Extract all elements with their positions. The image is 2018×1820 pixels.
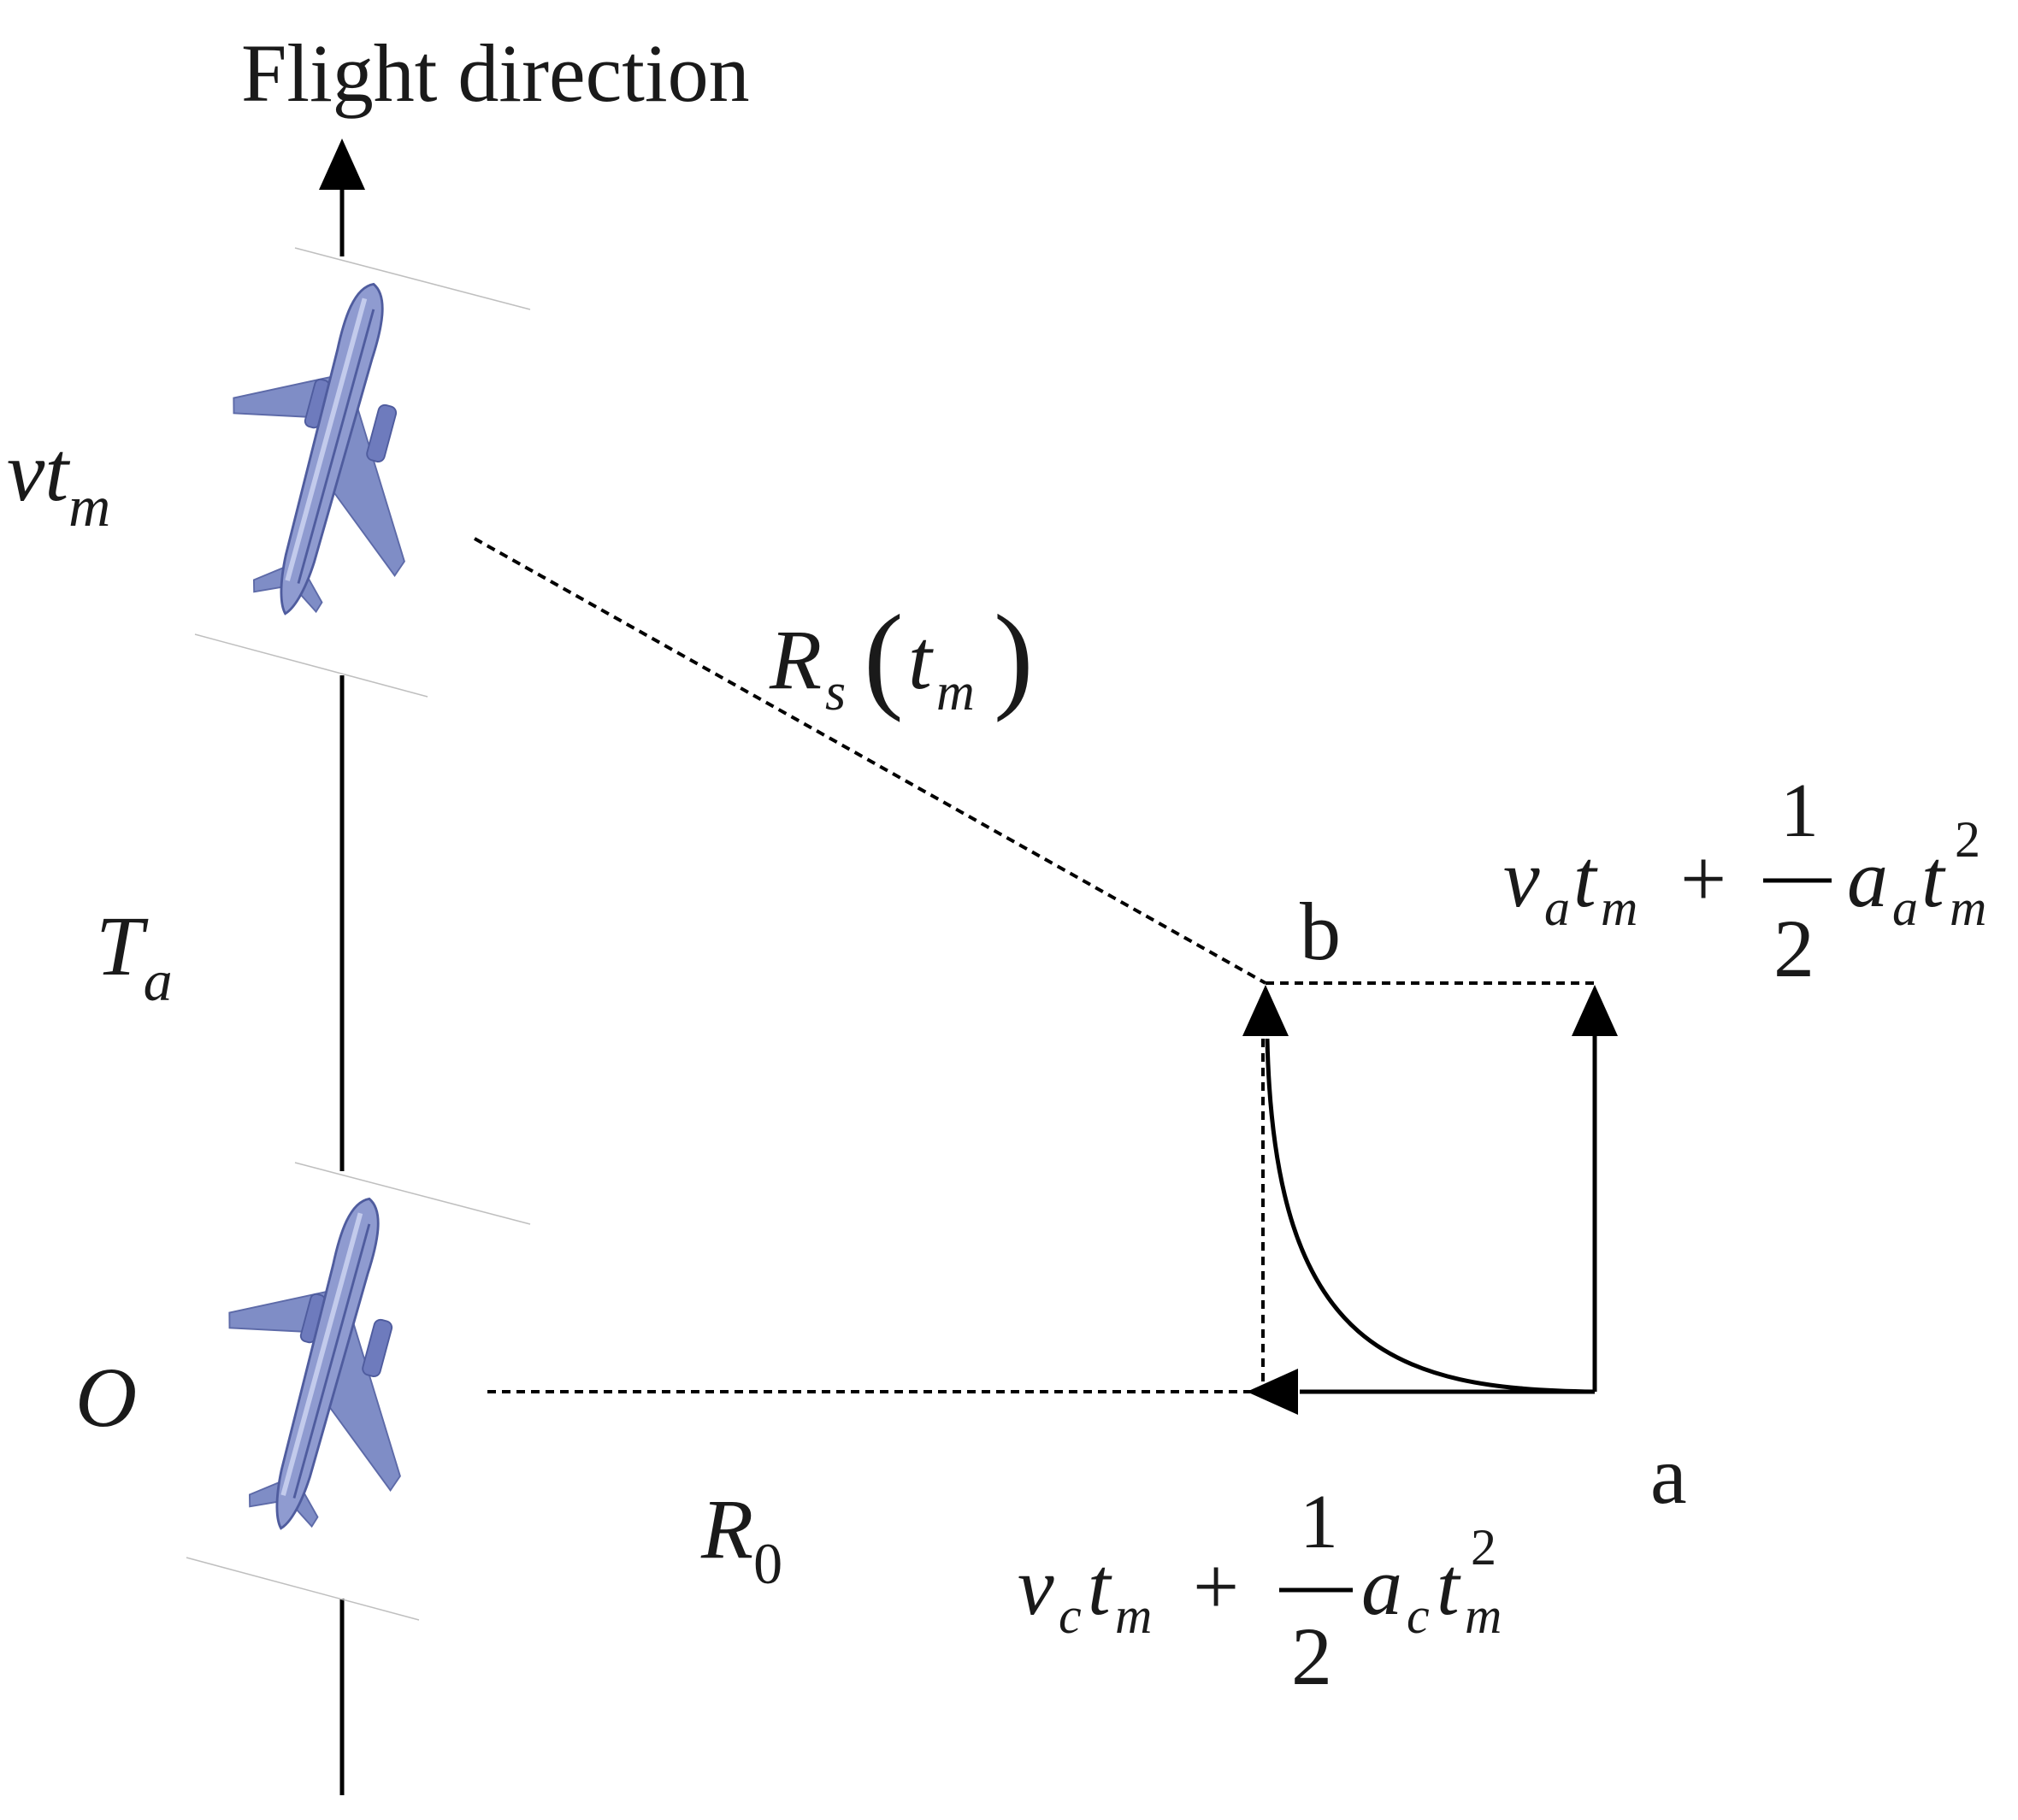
svg-text:m: m (1465, 1587, 1502, 1644)
flight-direction-title: Flight direction (241, 27, 750, 119)
svg-text:c: c (1407, 1587, 1430, 1644)
r0-label: R0 (700, 1481, 782, 1596)
svg-text:v: v (1018, 1540, 1054, 1632)
svg-text:t: t (1437, 1540, 1461, 1632)
svg-text:a: a (1361, 1540, 1402, 1632)
svg-text:m: m (1601, 880, 1637, 936)
svg-text:t: t (1921, 833, 1946, 924)
a-vertical-arrowhead (1572, 985, 1618, 1036)
svg-text:): ) (994, 591, 1034, 723)
svg-text:R: R (769, 612, 822, 707)
rs-label: R s ( t m ) (769, 591, 1034, 723)
svg-text:v: v (1503, 833, 1540, 924)
svg-text:c: c (1059, 1587, 1082, 1644)
svg-text:t: t (1573, 833, 1598, 924)
flight-direction-arrowhead (319, 138, 365, 190)
svg-text:m: m (1950, 880, 1986, 936)
svg-text:t: t (908, 612, 934, 707)
airplane-frame-bottom (186, 1162, 531, 1621)
svg-text:a: a (1892, 880, 1918, 936)
point-a-label: a (1650, 1429, 1687, 1521)
trajectory-arrowhead (1242, 985, 1289, 1036)
svg-text:1: 1 (1300, 1480, 1338, 1564)
svg-text:t: t (1088, 1540, 1112, 1632)
svg-text:2: 2 (1291, 1611, 1332, 1702)
origin-label: O (75, 1350, 137, 1445)
velocity-formula-bottom: v c t m + 1 2 a c t m 2 (1018, 1480, 1502, 1702)
svg-text:2: 2 (1955, 811, 1980, 868)
svg-text:m: m (1115, 1587, 1152, 1644)
svg-text:a: a (1544, 880, 1570, 936)
point-b-label: b (1300, 886, 1341, 977)
airplane-icon (183, 256, 471, 639)
airplane-frame-top (194, 247, 531, 698)
svg-text:(: ( (864, 591, 904, 723)
svg-text:2: 2 (1773, 903, 1814, 994)
trajectory-curve (1265, 1038, 1596, 1394)
svg-text:a: a (1847, 833, 1888, 924)
velocity-formula-top: v a t m + 1 2 a a t m 2 (1503, 769, 1986, 994)
airplane-icon (179, 1171, 467, 1554)
svg-text:1: 1 (1780, 769, 1819, 853)
svg-text:2: 2 (1471, 1519, 1496, 1576)
svg-text:+: + (1193, 1540, 1239, 1632)
svg-text:m: m (936, 663, 975, 722)
svg-text:+: + (1680, 833, 1726, 924)
slant-range-line (474, 537, 1266, 985)
vt-m-label: vtm (7, 424, 110, 539)
a-horizontal-arrowhead (1247, 1369, 1298, 1415)
svg-text:s: s (825, 663, 846, 722)
ta-label: Ta (96, 898, 173, 1013)
